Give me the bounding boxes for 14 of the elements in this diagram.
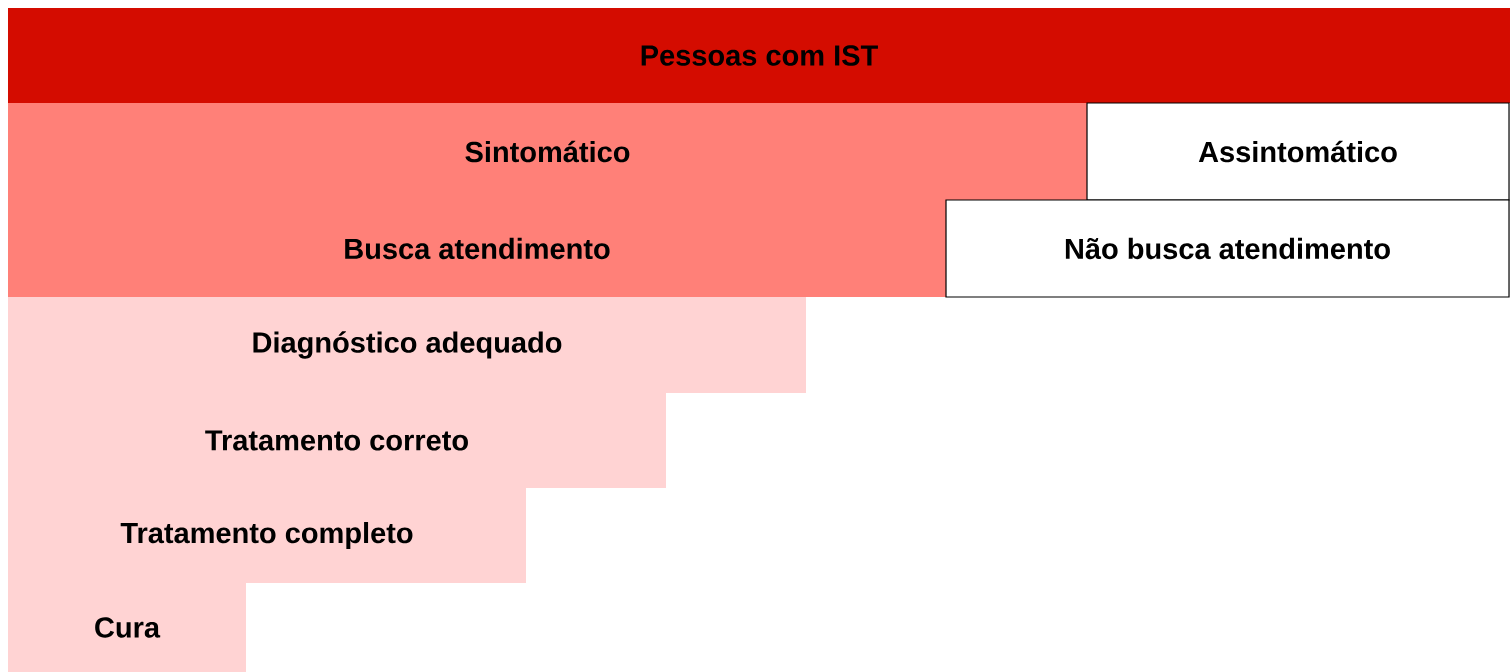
node-label: Diagnóstico adequado — [253, 331, 562, 359]
outlined-band: Não busca atendimento — [945, 199, 1510, 298]
stair-band: Cura — [8, 583, 246, 672]
node-label: Cura — [95, 617, 161, 638]
stair-band: Tratamento correto — [8, 393, 666, 488]
stair-band: Pessoas com IST — [8, 8, 1510, 103]
stair-band: Busca atendimento — [8, 200, 946, 297]
stair-band: Sintomático — [8, 103, 1087, 200]
outlined-band: Assintomático — [1086, 102, 1510, 201]
stair-band: Diagnóstico adequado — [8, 297, 806, 393]
node-label: Tratamento correto — [205, 430, 468, 451]
node-label: Busca atendimento — [345, 237, 610, 260]
node-label: Sintomático — [465, 140, 630, 163]
node-label: Tratamento completo — [120, 521, 413, 550]
